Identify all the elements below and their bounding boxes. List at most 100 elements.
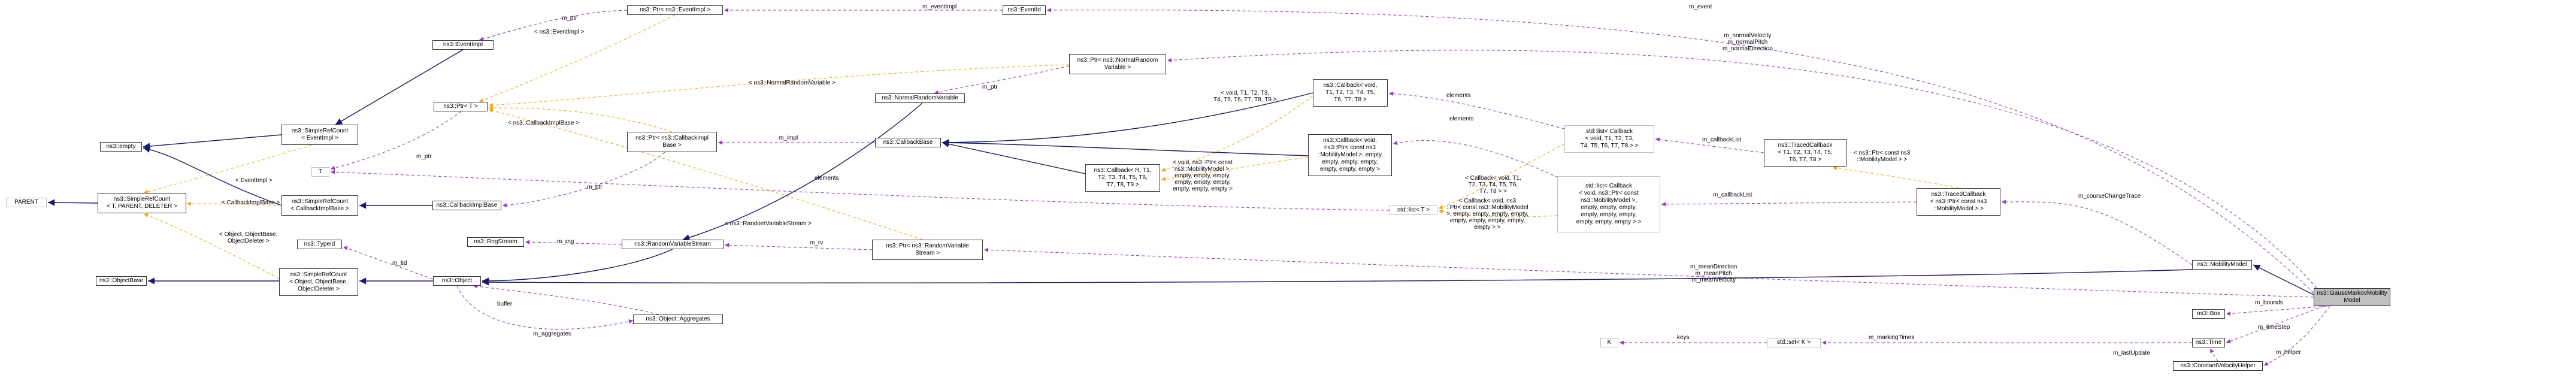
edge-label-buffer: buffer [497,301,513,307]
object-node[interactable]: ns3::Object [433,276,481,286]
simple-ref-count-callback-impl-base-node[interactable]: ns3::SimpleRefCount < CallbackImplBase > [281,195,358,216]
callback-void-t1-label: ns3::Callback< void, T1, T2, T3, T4, T5,… [1323,82,1378,103]
ptr-random-variable-stream-label: ns3::Ptr< ns3::RandomVariable Stream > [886,243,969,256]
edge-m-callback-list-2 [1661,201,1917,207]
edge-tpl-nrv [488,64,1070,108]
edge-buffer [473,284,659,315]
std-list-t-node[interactable]: std::list< T > [1390,205,1437,215]
edge-tpl-cbimpl-src [186,201,282,206]
edge-tpl-cb-ptr [1438,209,1558,217]
edge-m-rv [724,243,873,250]
traced-callback-t-node[interactable]: ns3::TracedCallback < T1, T2, T3, T4, T5… [1764,139,1847,167]
mobility-model-node[interactable]: ns3::MobilityModel [2192,260,2252,270]
callback-impl-base-node[interactable]: ns3::CallbackImplBase [432,201,501,210]
edge-m-aggregates [456,285,634,330]
edge-tpl-rvs [488,108,923,240]
edge-label-m-marking-times: m_markingTimes [1869,334,1915,341]
edge-m-ptr-2 [934,65,1070,95]
edge-label-tpl-event-impl: < ns3::EventImpl > [534,29,585,35]
edge-m-helper [2263,306,2330,366]
std-set-k-node[interactable]: std::set< K > [1767,338,1821,347]
callback-base-node[interactable]: ns3::CallbackBase [875,138,941,147]
ptr-t-node[interactable]: ns3::Ptr< T > [434,102,488,111]
edge-label-elements-2: elements [1449,116,1474,122]
random-variable-stream-node[interactable]: ns3::RandomVariableStream [622,240,724,249]
callback-r-t1-node[interactable]: ns3::Callback< R, T1, T2, T3, T4, T5, T6… [1085,164,1160,192]
parent-label: PARENT [14,199,38,205]
gauss-markov-mobility-model-node[interactable]: ns3::GaussMarkovMobility Model [2314,288,2390,306]
edge-empty-inherit-2 [143,146,282,206]
t-node[interactable]: T [311,167,329,177]
event-id-node[interactable]: ns3::EventId [1003,5,1046,15]
object-base-node[interactable]: ns3::ObjectBase [96,276,147,286]
k-node[interactable]: K [1600,338,1618,347]
edge-label-tpl-cb-t1: < Callback< void, T1, T2, T3, T4, T5, T6… [1465,175,1521,195]
edge-empty-inherit-1 [143,134,282,150]
empty-node[interactable]: ns3::empty [100,142,142,152]
callback-void-ptr-mobility-node[interactable]: ns3::Callback< void, ns3::Ptr< const ns3… [1308,134,1392,176]
edge-label-tpl-cb-ptr: < Callback< void, ns3 ::Ptr< const ns3::… [1446,198,1528,231]
simple-ref-count-template-label: ns3::SimpleRefCount < T, PARENT, DELETER… [106,196,177,210]
list-callback-ptr-mobility-label: std::list< Callback < void, ns3::Ptr< co… [1576,183,1642,225]
edge-label-elements-1: elements [1446,92,1471,99]
edge-callback-ptr-inherit [942,139,1309,156]
simple-ref-count-event-impl-node[interactable]: ns3::SimpleRefCount < EventImpl > [281,125,358,145]
simple-ref-count-object-label: ns3::SimpleRefCount < Object, ObjectBase… [289,271,348,292]
object-aggregates-node[interactable]: ns3::Object::Aggregates [633,315,723,324]
callback-void-t1-node[interactable]: ns3::Callback< void, T1, T2, T3, T4, T5,… [1313,79,1388,107]
edge-label-m-mean: m_meanDirection m_meanPitch m_meanVeloci… [1690,264,1737,283]
simple-ref-count-object-node[interactable]: ns3::SimpleRefCount < Object, ObjectBase… [279,268,358,296]
rng-stream-node[interactable]: ns3::RngStream [467,237,524,247]
edge-label-tpl-rvs: < ns3::RandomVariableStream > [725,220,812,227]
edge-label-m-ptr-4: m_ptr [587,184,603,191]
edge-m-last-update [2209,348,2218,362]
k-label: K [1607,339,1612,346]
traced-callback-ptr-mobility-node[interactable]: ns3::TracedCallback < ns3::Ptr< const ns… [1917,188,2000,216]
edge-label-m-event-impl: m_eventImpl [922,4,957,10]
type-id-node[interactable]: ns3::TypeId [297,240,342,249]
edge-label-tpl-object-src: < Object, ObjectBase, ObjectDeleter > [219,231,278,244]
ptr-callback-impl-base-node[interactable]: ns3::Ptr< ns3::CallbackImpl Base > [627,132,717,152]
edge-tpl-object-src [143,213,280,279]
simple-ref-count-event-impl-label: ns3::SimpleRefCount < EventImpl > [291,128,349,141]
box-label: ns3::Box [2197,310,2220,317]
edge-label-m-last-update: m_lastUpdate [2113,350,2150,356]
list-callback-t1-node[interactable]: std::list< Callback < void, T1, T2, T3, … [1564,125,1654,153]
ptr-event-impl-node[interactable]: ns3::Ptr< ns3::EventImpl > [627,5,723,15]
edge-label-m-event: m_event [1689,4,1712,10]
parent-node[interactable]: PARENT [6,198,47,207]
edge-label-tpl-void-t1: < void, T1, T2, T3, T4, T5, T6, T7, T8, … [1213,90,1277,103]
edge-label-m-rng: m_rng [557,238,574,245]
gauss-markov-mobility-model-label: ns3::GaussMarkovMobility Model [2317,290,2387,304]
edge-mobility-inherit [2253,264,2314,295]
edge-label-tpl-eventimpl-src: < EventImpl > [235,177,273,184]
edge-label-m-normal: m_normalVelocity m_normalPitch m_normalD… [1723,32,1773,52]
box-node[interactable]: ns3::Box [2192,309,2225,319]
ptr-normal-random-variable-label: ns3::Ptr< ns3::NormalRandom Variable > [1077,57,1158,71]
callback-r-t1-label: ns3::Callback< R, T1, T2, T3, T4, T5, T6… [1094,167,1152,188]
simple-ref-count-template-node[interactable]: ns3::SimpleRefCount < T, PARENT, DELETER… [98,193,186,213]
edge-m-ptr-3 [330,111,462,170]
edge-label-elements-3: elements [815,175,839,182]
normal-random-variable-node[interactable]: ns3::NormalRandomVariable [875,93,965,103]
constant-velocity-helper-node[interactable]: ns3::ConstantVelocityHelper [2173,361,2263,371]
list-callback-ptr-mobility-node[interactable]: std::list< Callback < void, ns3::Ptr< co… [1557,176,1660,232]
ptr-normal-random-variable-node[interactable]: ns3::Ptr< ns3::NormalRandom Variable > [1069,54,1166,74]
edge-event-impl-src-inherit [335,49,464,125]
edge-label-m-ptr-1: m_ptr [562,15,577,22]
std-set-k-label: std::set< K > [1776,339,1811,346]
traced-callback-ptr-mobility-label: ns3::TracedCallback < ns3::Ptr< const ns… [1930,191,1987,212]
edge-m-time-step [2226,306,2324,343]
edge-parent-inherit [47,199,98,206]
edge-label-m-course-change-trace: m_courseChangeTrace [2078,193,2141,199]
edge-tpl-event-impl [479,14,676,102]
ptr-random-variable-stream-node[interactable]: ns3::Ptr< ns3::RandomVariable Stream > [872,240,983,260]
edge-label-m-helper: m_helper [2276,349,2301,356]
edge-tpl-ptr-mobility [1832,166,1959,189]
callback-void-ptr-mobility-label: ns3::Callback< void, ns3::Ptr< const ns3… [1316,137,1384,173]
edge-label-m-time-step: m_timeStep [2258,324,2290,331]
time-node[interactable]: ns3::Time [2192,338,2225,347]
event-impl-node[interactable]: ns3::EventImpl [432,40,494,50]
